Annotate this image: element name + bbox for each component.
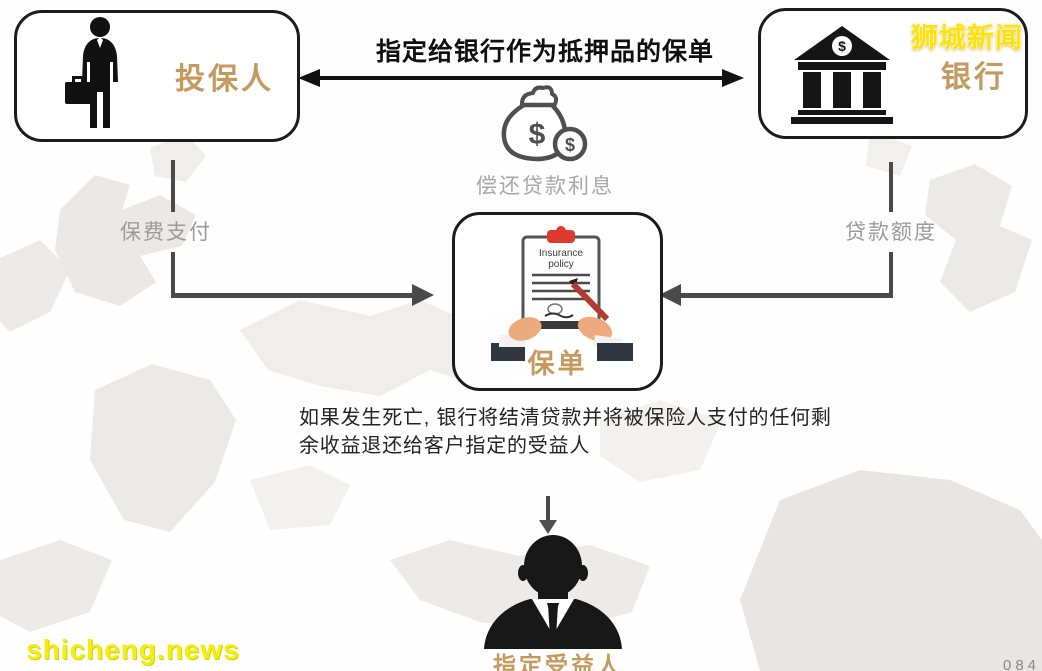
- bank-label: 银行: [941, 60, 1007, 94]
- interest-repayment-label: 偿还贷款利息: [476, 175, 614, 198]
- businessman-icon: [65, 17, 118, 128]
- corner-page-number: 084: [1003, 657, 1041, 671]
- bank-icon: $: [791, 25, 893, 124]
- note-line-2: 余收益退还给客户指定的受益人: [299, 435, 591, 457]
- premium-arrowhead: [412, 284, 434, 306]
- premium-connector-line-top: [171, 160, 175, 212]
- loan-connector-line-horizontal: [681, 293, 893, 298]
- loan-arrowhead: [659, 284, 681, 306]
- premium-connector-line-bottom: [171, 252, 175, 297]
- note-line-1: 如果发生死亡, 银行将结清贷款并将被保险人支付的任何剩: [299, 407, 832, 429]
- bank-dollar-glyph: $: [838, 38, 846, 54]
- two-way-arrow: [298, 69, 744, 87]
- policyholder-label: 投保人: [175, 63, 274, 96]
- policy-doc-title-1: Insurance: [539, 248, 583, 259]
- beneficiary-connector-line: [546, 496, 550, 522]
- bag-dollar-glyph: $: [529, 118, 546, 151]
- insurance-policy-icon: Insurance policy: [491, 226, 633, 361]
- site-logo-watermark: 狮城新闻: [911, 23, 1023, 53]
- moneybag-icon: $ $: [501, 85, 588, 162]
- policyholder-node: 投保人: [14, 10, 300, 142]
- coin-dollar-glyph: $: [565, 135, 575, 155]
- loan-amount-label: 贷款额度: [845, 221, 937, 244]
- beneficiary-label: 指定受益人: [493, 652, 623, 671]
- policy-node: Insurance policy 保单: [452, 212, 663, 391]
- loan-connector-line-bottom: [889, 252, 893, 297]
- beneficiary-arrowhead: [539, 520, 557, 534]
- policy-doc-title-2: policy: [548, 259, 574, 270]
- premium-connector-line-horizontal: [171, 293, 414, 298]
- loan-connector-line-top: [889, 162, 893, 212]
- death-settlement-note: 如果发生死亡, 银行将结清贷款并将被保险人支付的任何剩 余收益退还给客户指定的受…: [299, 404, 859, 460]
- beneficiary-person-icon: [484, 535, 622, 649]
- premium-payment-label: 保费支付: [120, 221, 212, 244]
- bank-node: $ 银行: [758, 8, 1028, 139]
- site-url-watermark: shicheng.news: [26, 634, 240, 665]
- diagram-title: 指定给银行作为抵押品的保单: [376, 38, 715, 66]
- policy-label: 保单: [527, 349, 588, 379]
